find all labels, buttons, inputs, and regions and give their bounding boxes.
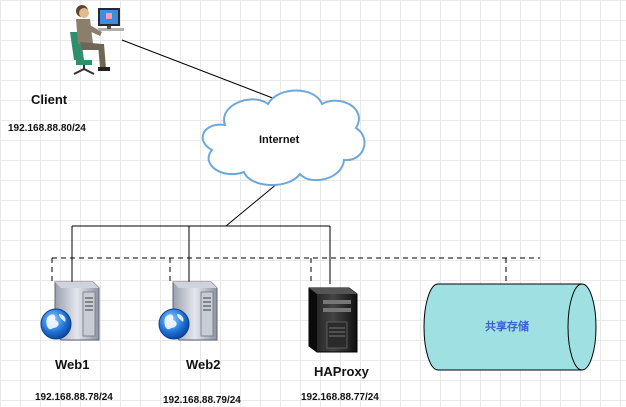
client-label: Client: [31, 92, 68, 107]
storage-network: [51, 257, 540, 284]
client-user-icon: [70, 5, 124, 75]
internet-label: Internet: [259, 134, 300, 146]
storage-label: 共享存储: [485, 319, 529, 333]
haproxy-label: HAProxy: [314, 364, 370, 379]
web1-server-icon: [40, 281, 100, 341]
connections: [71, 39, 331, 284]
haproxy-server-icon: [308, 287, 358, 353]
web2-label: Web2: [186, 357, 220, 372]
web1-label: Web1: [55, 357, 89, 372]
web2-server-icon: [158, 281, 218, 341]
client-internet-link: [121, 39, 284, 103]
internet-switch-link: [225, 182, 279, 227]
web1-ip: 192.168.88.78/24: [35, 392, 113, 403]
haproxy-ip: 192.168.88.77/24: [301, 392, 379, 403]
web2-ip: 192.168.88.79/24: [163, 395, 241, 406]
shared-storage-cylinder: [423, 283, 597, 371]
client-ip: 192.168.88.80/24: [8, 123, 86, 134]
internet-cloud-icon: [201, 89, 366, 187]
